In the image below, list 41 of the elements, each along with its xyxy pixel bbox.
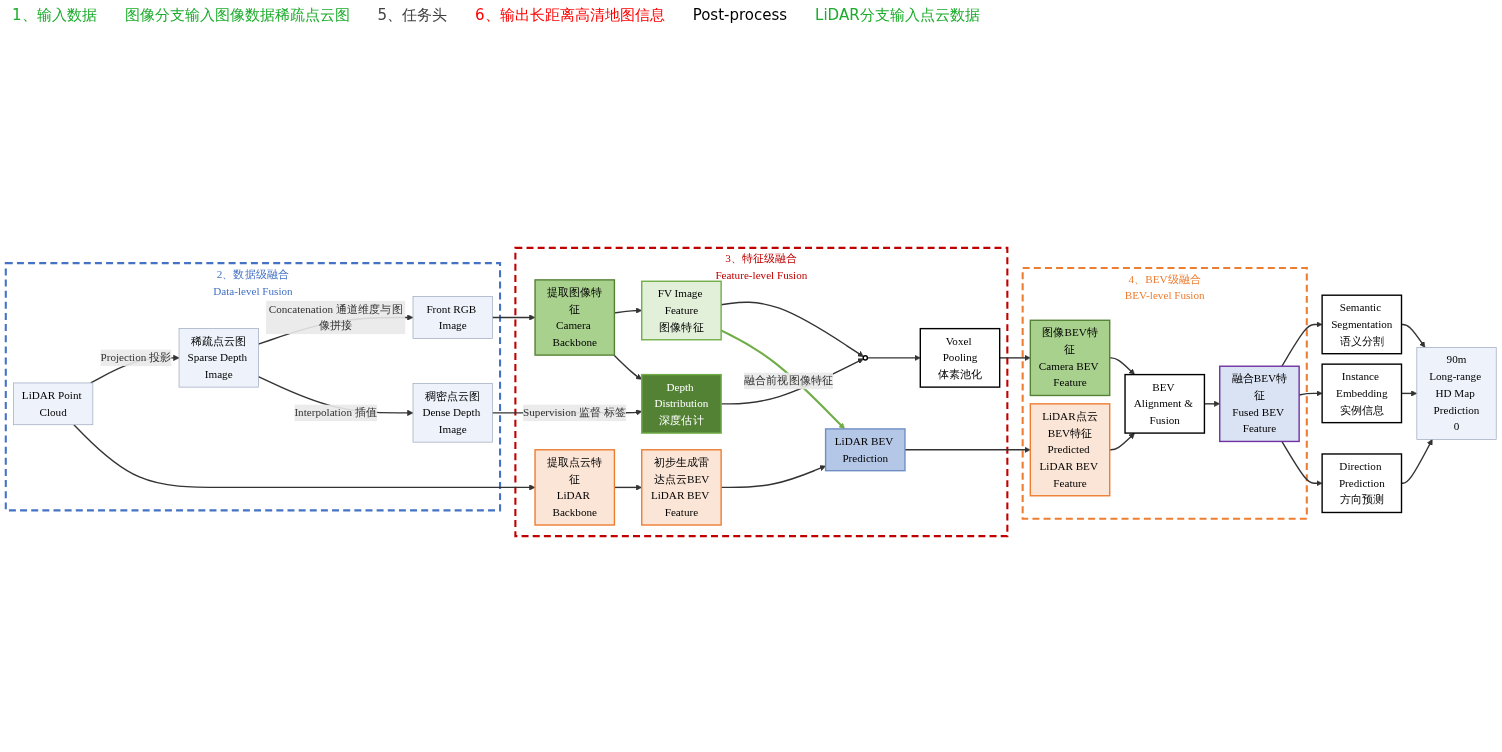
note-text: 6、输出长距离高清地图信息 <box>475 6 665 25</box>
arrow <box>613 353 642 380</box>
edge-label: Projection 投影 <box>100 351 172 363</box>
node-box: Depth Distribution 深度估计 <box>641 373 722 434</box>
node-box: FV Image Feature 图像特征 <box>641 280 722 340</box>
note-text: 图像分支输入图像数据稀疏点云图 <box>124 6 350 25</box>
node-box: 提取点云特征 LiDAR Backbone <box>534 448 616 526</box>
node-box: 提取图像特征 Camera Backbone <box>534 278 616 356</box>
node-box: BEV Alignment & Fusion <box>1124 373 1206 434</box>
note-text: LiDAR分支输入点云数据 <box>815 6 980 25</box>
node-circle <box>862 354 869 361</box>
arrow <box>73 423 536 490</box>
node-box: 稠密点云图 Dense Depth Image <box>412 382 493 442</box>
edge-label: Supervision 监督 标签 <box>523 406 627 418</box>
arrow <box>1109 356 1135 375</box>
edge-label: 融合前视图像特征 <box>743 374 834 387</box>
arrow <box>1281 440 1323 486</box>
node-box: 90m Long-range HD Map Prediction 0 <box>1416 346 1497 440</box>
arrow <box>866 354 921 361</box>
node-box: Direction Prediction 方向预测 <box>1321 452 1403 513</box>
arrow <box>491 313 536 321</box>
node-box: 融合BEV特征 Fused BEV Feature <box>1219 365 1300 442</box>
node-box: Instance Embedding 实例信息 <box>1321 362 1403 423</box>
edge-label: Concatenation 通道维度与图像拼接 <box>268 302 403 331</box>
node-box: 图像BEV特征 Camera BEV Feature <box>1029 319 1111 396</box>
note-text: 5、任务头 <box>377 6 448 25</box>
arrow <box>904 446 1031 453</box>
node-box: LiDAR点云BEV特征 Predicted LiDAR BEV Feature <box>1029 402 1111 496</box>
node-box: 稀疏点云图 Sparse Depth Image <box>178 327 259 387</box>
note-text: 1、输入数据 <box>12 6 97 25</box>
arrow <box>999 354 1031 361</box>
node-box: LiDAR BEV Prediction <box>824 427 906 471</box>
edge-label: Interpolation 插值 <box>294 406 378 418</box>
node-box: 初步生成雷达点云BEV LiDAR BEV Feature <box>641 448 722 526</box>
note-text: Post-process <box>692 6 788 25</box>
node-box: Voxel Pooling 体素池化 <box>919 327 1001 388</box>
node-box: Semantic Segmentation 语义分割 <box>1321 294 1403 354</box>
node-box: LiDAR Point Cloud <box>13 382 94 425</box>
node-box: Front RGB Image <box>412 295 493 339</box>
arrow <box>1281 320 1323 367</box>
arrow <box>1109 432 1135 450</box>
